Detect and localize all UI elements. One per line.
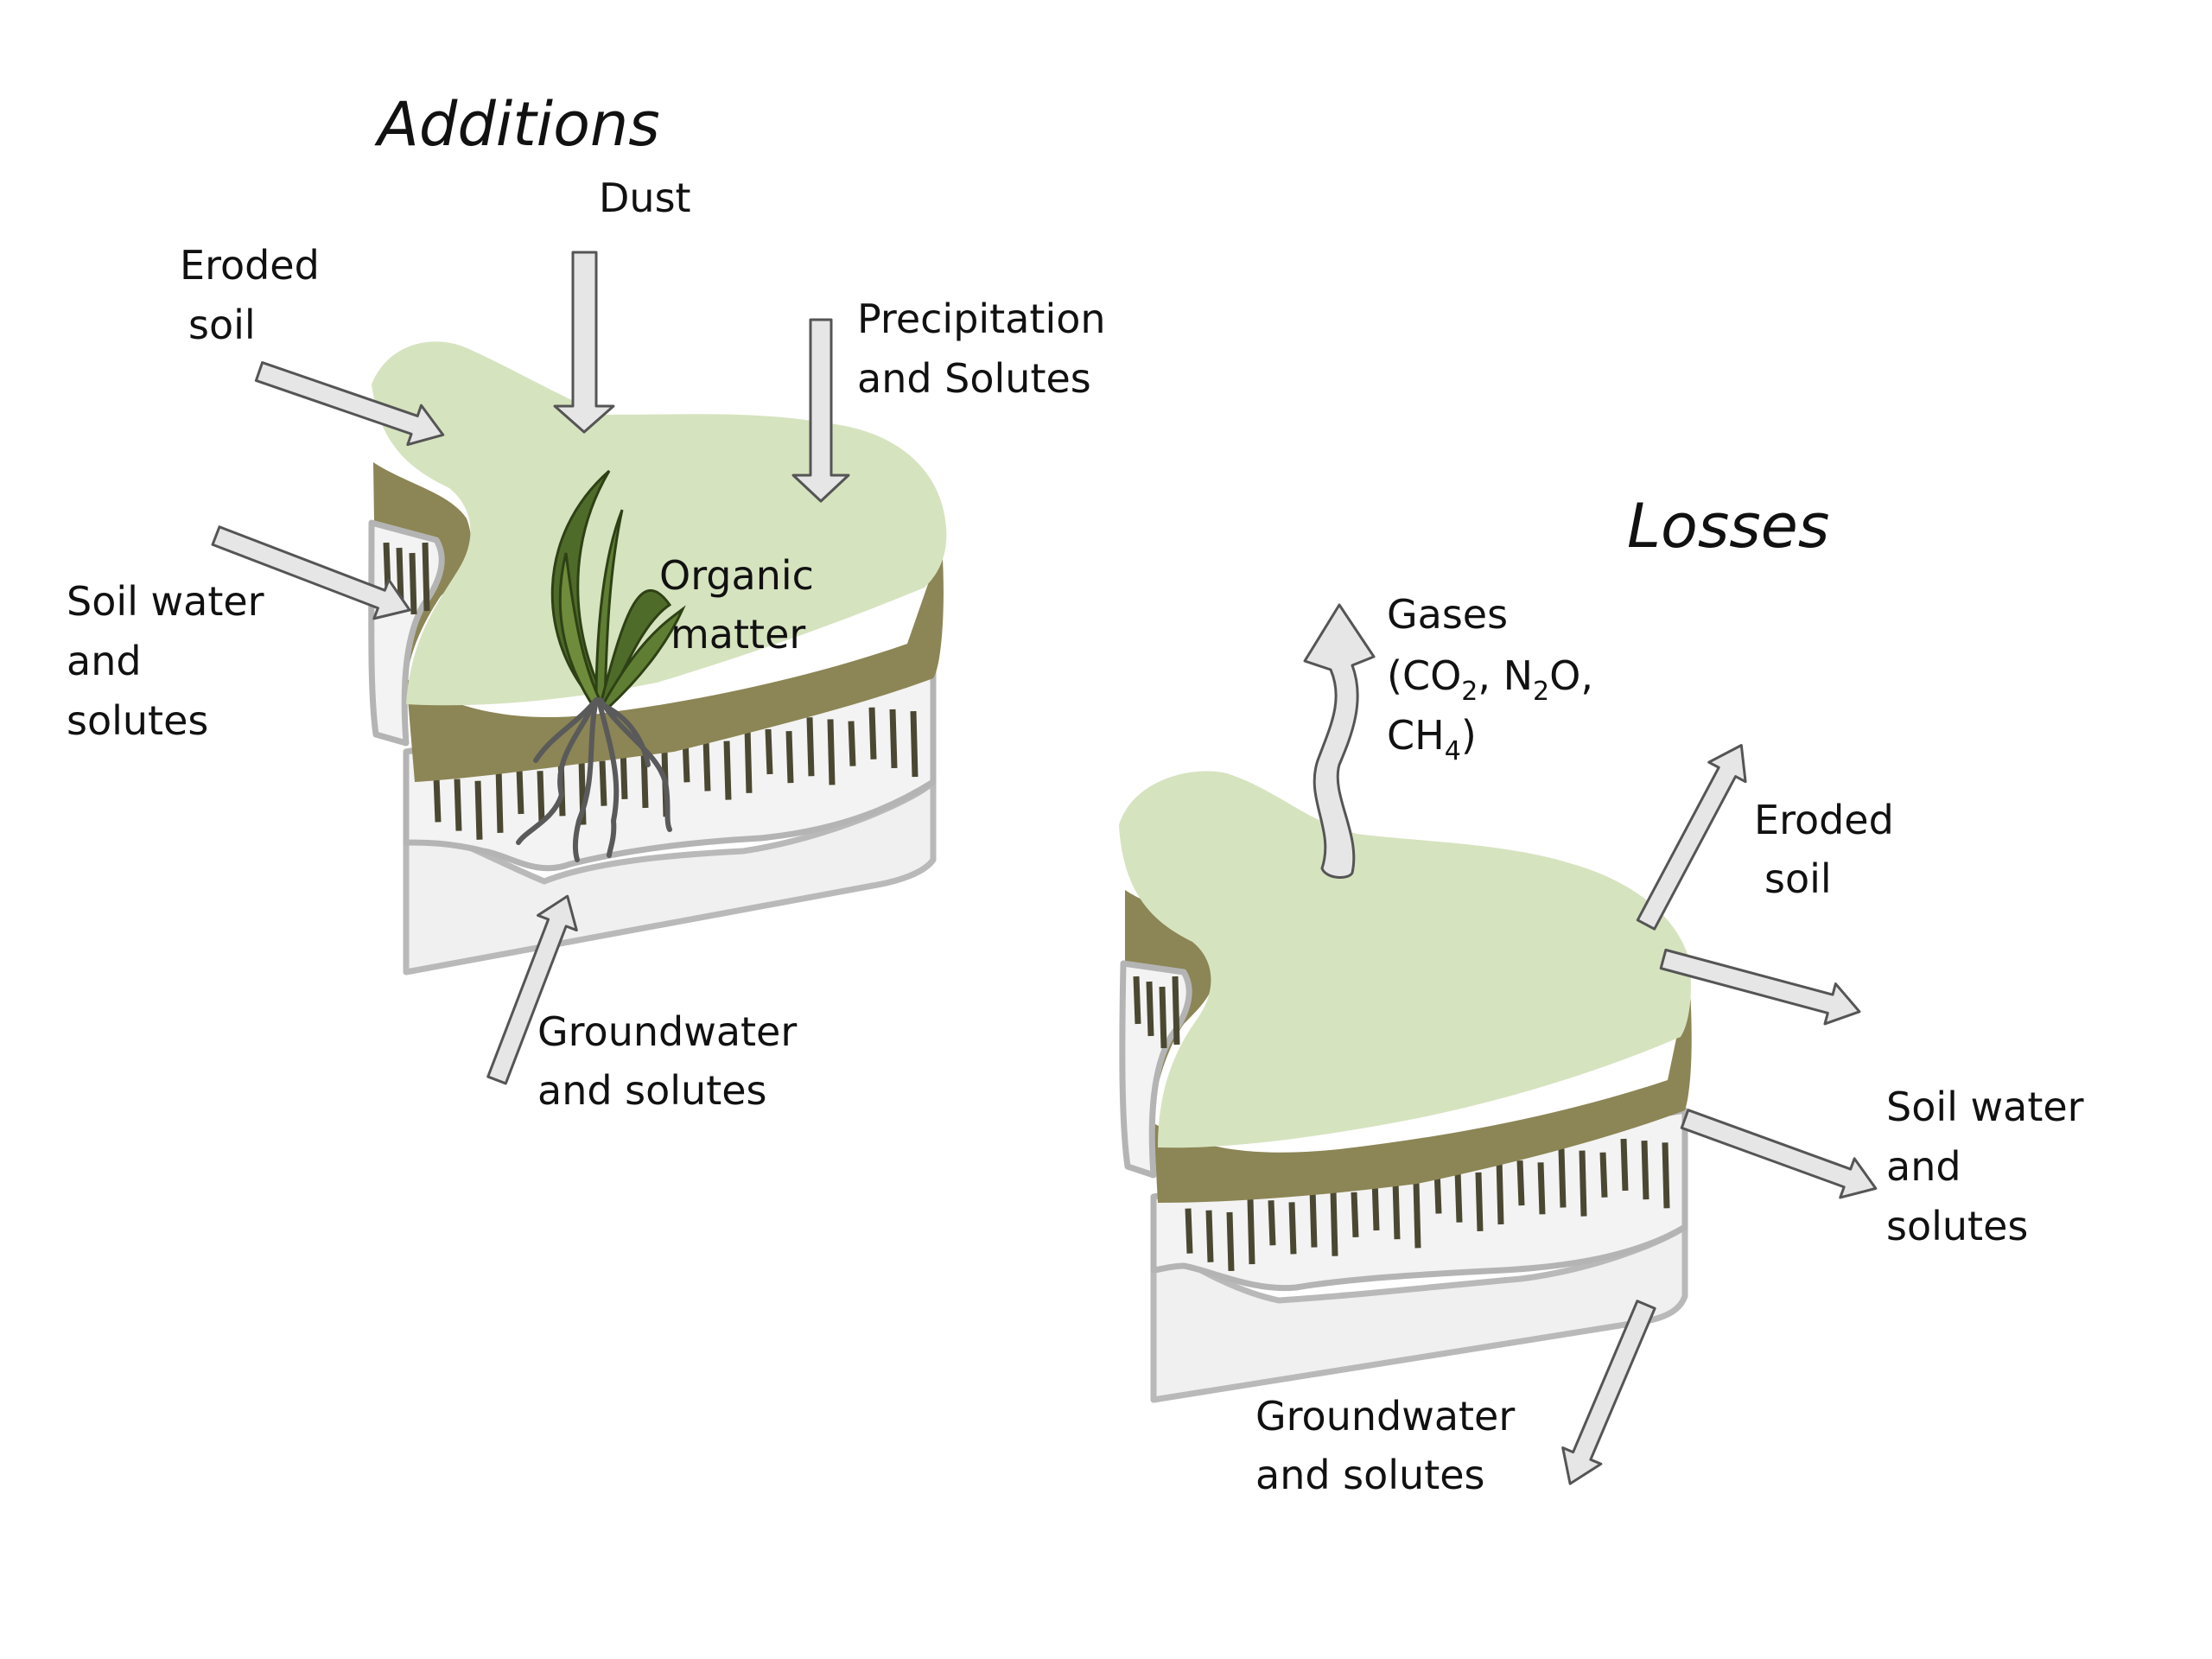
root-mark xyxy=(1579,1150,1587,1217)
additions-title: Additions xyxy=(374,89,660,160)
root-mark xyxy=(1205,1210,1214,1262)
root-mark xyxy=(827,719,836,785)
eroded-soil-out-label-2: soil xyxy=(1764,855,1832,902)
root-mark xyxy=(702,739,711,791)
root-mark xyxy=(537,771,545,823)
root-mark xyxy=(433,777,442,823)
additions-organic-layer xyxy=(406,544,944,782)
precipitation-label-2: and Solutes xyxy=(857,355,1091,402)
plant-icon xyxy=(516,469,686,862)
root-mark xyxy=(516,768,524,815)
gases-arrow xyxy=(1303,603,1376,879)
root-mark xyxy=(1309,1188,1318,1248)
root-mark xyxy=(640,748,649,809)
root-mark xyxy=(744,727,753,793)
runoff-out-arrow xyxy=(1659,948,1861,1026)
soil-water-in-label-2: and xyxy=(67,638,142,684)
root-mark xyxy=(1475,1172,1484,1231)
losses-organic-layer xyxy=(1154,976,1692,1203)
root-mark xyxy=(1599,1152,1608,1198)
dust-label: Dust xyxy=(599,175,691,221)
losses-topsoil-layer xyxy=(1119,771,1691,1148)
root-mark xyxy=(806,717,815,777)
groundwater-out-arrow xyxy=(1561,1300,1656,1485)
losses-title: Losses xyxy=(1627,491,1829,562)
organic-matter-label-1: Organic xyxy=(659,552,814,599)
eroded-soil-in-label-1: Eroded xyxy=(180,242,320,289)
root-mark xyxy=(1185,1208,1193,1254)
root-mark xyxy=(1496,1158,1504,1225)
groundwater-out-label-1: Groundwater xyxy=(1255,1393,1515,1440)
gases-label-3: CH4) xyxy=(1387,712,1477,766)
root-mark xyxy=(1641,1141,1649,1200)
eroded-soil-out-label-1: Eroded xyxy=(1754,797,1894,843)
additions-topsoil-layer xyxy=(372,341,947,706)
root-mark xyxy=(1247,1198,1255,1265)
root-mark xyxy=(889,709,898,769)
eroded-soil-in-label-2: soil xyxy=(188,302,256,348)
soil-water-out-arrow xyxy=(1680,1109,1878,1199)
soil-water-in-arrow xyxy=(211,525,411,620)
precipitation-label-1: Precipitation xyxy=(857,296,1106,342)
root-mark xyxy=(422,542,430,612)
groundwater-in-label-1: Groundwater xyxy=(537,1008,797,1055)
root-mark xyxy=(599,760,607,806)
root-mark xyxy=(1288,1202,1297,1255)
root-mark xyxy=(1172,976,1180,1046)
root-mark xyxy=(1226,1211,1235,1272)
organic-matter-label-2: matter xyxy=(671,611,805,658)
groundwater-in-arrow xyxy=(486,894,578,1085)
groundwater-out-label-2: and solutes xyxy=(1255,1452,1485,1498)
gases-label-2: (CO2, N2O, xyxy=(1387,652,1593,707)
root-mark xyxy=(723,741,732,800)
dust-arrow xyxy=(553,251,615,434)
soil-water-out-label-3: solutes xyxy=(1886,1203,2028,1249)
groundwater-in-label-2: and solutes xyxy=(537,1067,767,1114)
losses-soil-block xyxy=(1119,771,1692,1403)
root-mark xyxy=(1454,1170,1463,1223)
additions-subsoil-layer xyxy=(403,779,937,976)
root-mark xyxy=(1146,981,1154,1037)
root-mark xyxy=(1330,1190,1338,1256)
root-mark xyxy=(495,766,504,833)
soil-water-in-label-3: solutes xyxy=(67,697,208,744)
losses-subsoil-layer xyxy=(1150,1224,1688,1403)
root-mark xyxy=(454,779,462,831)
root-mark xyxy=(1133,976,1141,1025)
root-mark xyxy=(474,780,483,840)
root-mark xyxy=(1351,1192,1359,1238)
root-mark xyxy=(1516,1160,1525,1206)
soil-water-out-label-2: and xyxy=(1886,1143,1961,1190)
root-mark xyxy=(1537,1162,1546,1215)
root-mark xyxy=(785,731,794,784)
gases-label-1: Gases xyxy=(1387,591,1508,638)
precipitation-arrow xyxy=(791,318,850,503)
soil-water-in-label-1: Soil water xyxy=(67,578,264,625)
root-mark xyxy=(848,721,856,766)
root-mark xyxy=(868,707,877,760)
root-mark xyxy=(409,552,417,615)
root-mark xyxy=(1392,1180,1401,1240)
root-mark xyxy=(1558,1148,1567,1208)
root-mark xyxy=(1159,986,1167,1049)
root-mark xyxy=(1413,1182,1421,1249)
root-mark xyxy=(910,710,918,778)
root-mark xyxy=(765,728,773,775)
soil-water-out-label-1: Soil water xyxy=(1886,1084,2084,1130)
eroded-soil-in-arrow xyxy=(254,361,445,447)
root-mark xyxy=(396,547,404,603)
root-mark xyxy=(1620,1138,1629,1192)
root-mark xyxy=(1662,1142,1670,1209)
eroded-soil-out-arrow xyxy=(1636,744,1747,931)
additions-soil-block xyxy=(368,341,947,976)
losses-side-root-marks xyxy=(1133,976,1180,1049)
root-mark xyxy=(1268,1200,1276,1246)
